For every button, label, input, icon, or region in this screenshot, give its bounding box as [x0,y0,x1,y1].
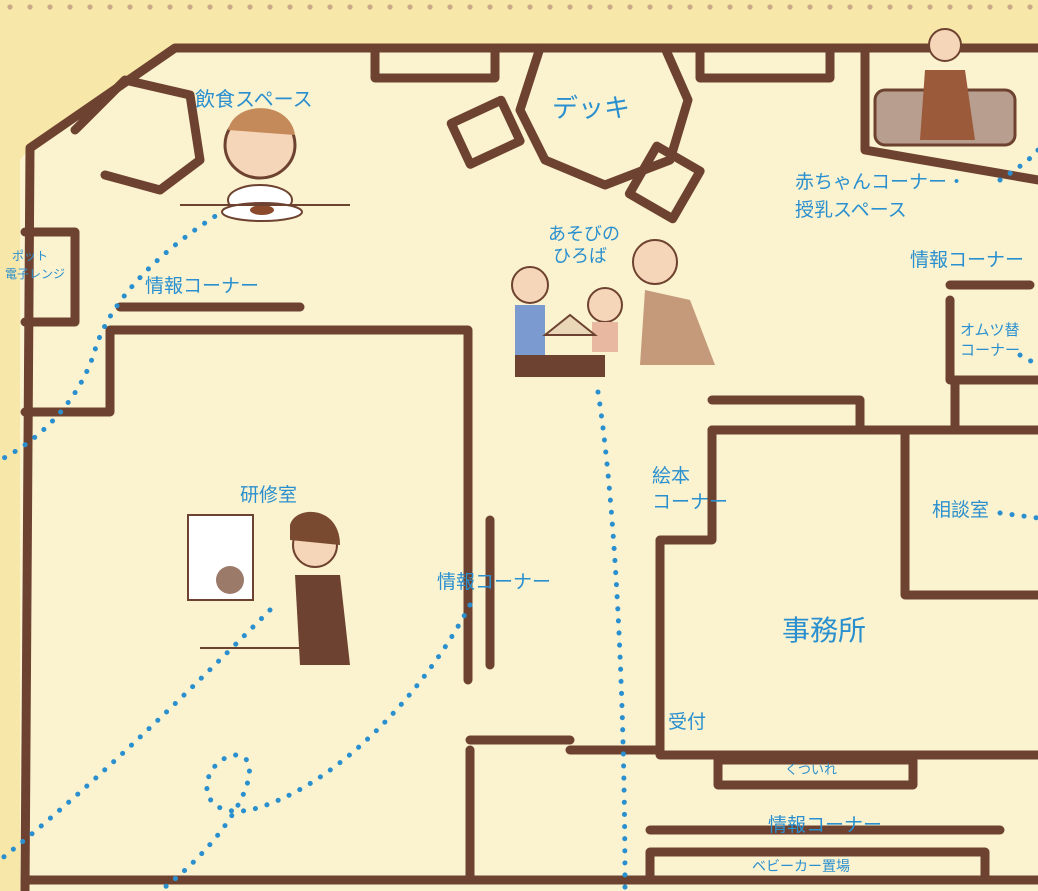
diaper-label-2: コーナー [960,341,1021,359]
deck-steps-left [446,95,525,169]
children-playing-icon [511,239,715,377]
shoe-rack [713,755,918,790]
pot-label-1: ポット [12,249,49,263]
presenter-icon [187,511,350,665]
baby-corner-label-1: 赤ちゃんコーナー・ [795,171,967,193]
top-wall-box-left [370,43,500,83]
route-center [595,389,628,891]
info-corner-center-label: 情報コーナー [437,571,552,593]
diaper-label-1: オムツ替 [960,321,1020,339]
baby-eating-icon [180,108,350,222]
info-corner-left-label: 情報コーナー [145,275,260,297]
diaper-room-wall [945,295,1038,385]
left-room-wall [20,325,473,685]
dining-alcove [70,75,205,195]
info-corner-bottom-label: 情報コーナー [768,814,883,836]
play-area-label-2: ひろば [553,246,607,267]
reception-label: 受付 [668,711,707,733]
stroller-area-box [645,847,990,885]
office-label: 事務所 [782,614,867,647]
top-wall-box-right [695,43,835,83]
pot-label-2: 電子レンジ [5,267,66,281]
info-corner-upper-right-label: 情報コーナー [910,249,1025,271]
stroller-area-label: ベビーカー置場 [752,859,850,875]
pot-room-wall [20,227,80,327]
office-wall [655,395,1038,760]
picture-book-label-2: コーナー [652,491,729,513]
mother-nursing-icon [873,28,1017,147]
deck-steps-right [624,141,705,224]
route-dining [0,207,228,463]
top-dotted-border [7,4,1033,10]
play-area-label-1: あそびの [548,224,620,245]
consultation-room-wall [900,425,1038,600]
route-baby [997,147,1038,183]
route-diaper [1017,352,1038,368]
consultation-room-label: 相談室 [932,499,990,521]
picture-book-label-1: 絵本 [652,465,691,487]
partition-label: くついれ [785,763,838,778]
route-training [0,607,273,863]
training-room-label: 研修室 [240,484,298,506]
floor-area [20,48,1038,891]
baby-room-wall [860,43,1038,185]
baby-corner-label-2: 授乳スペース [795,199,907,221]
dining-label: 飲食スペース [195,87,313,111]
deck-label: デッキ [552,94,631,124]
